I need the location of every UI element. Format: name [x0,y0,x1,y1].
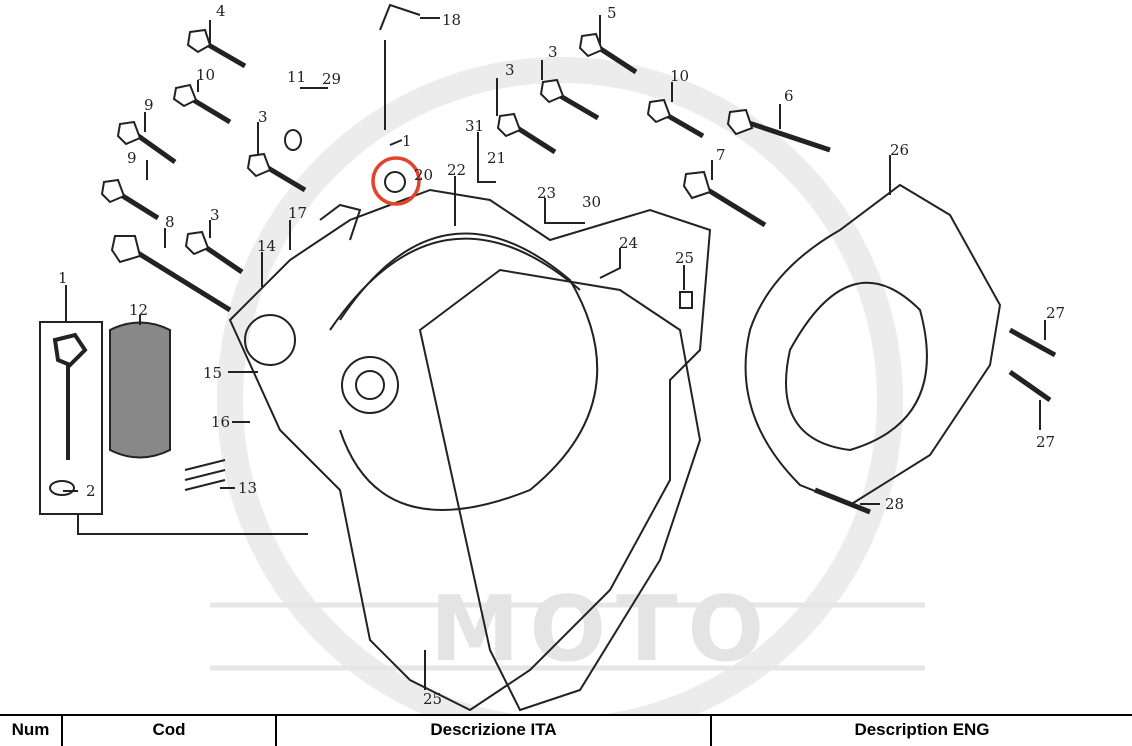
callout-label: 3 [258,108,268,126]
callout-label: 13 [238,479,257,497]
callout-label: 3 [210,206,220,224]
callout-label: 24 [619,234,638,252]
callout-label: 10 [196,66,215,84]
callout-label: 17 [288,204,307,222]
callout-label: 29 [322,70,341,88]
column-header-code: Cod [63,716,277,746]
callout-label: 8 [165,213,175,231]
watermark-logo: MOTO [210,57,925,714]
callout-label: 21 [487,149,506,167]
callout-label: 1 [402,132,412,150]
callout-label: 4 [216,2,226,20]
callout-label: 27 [1046,304,1065,322]
part-drawings [39,3,1057,712]
callout-label: 9 [127,149,137,167]
callout-label: 20 [414,166,433,184]
callout-label: 3 [548,43,558,61]
callout-label: 31 [465,117,484,135]
callout-label: 27 [1036,433,1055,451]
callout-label: 25 [675,249,694,267]
callout-label: 30 [582,193,601,211]
exploded-parts-diagram: MOTO 4 18 5 10 [39,2,1065,714]
callout-label: 9 [144,96,154,114]
callout-label: 16 [211,413,230,431]
callout-label: 22 [447,161,466,179]
callout-label: 14 [257,237,276,255]
callout-label: 18 [442,11,461,29]
callout-label: 23 [537,184,556,202]
watermark-text: MOTO [430,577,774,682]
callout-label: 1 [58,269,68,287]
callout-label: 28 [885,495,904,513]
parts-table-header: Num Cod Descrizione ITA Description ENG [0,714,1132,746]
callout-label: 26 [890,141,909,159]
callout-label: 5 [607,4,617,22]
callout-label: 15 [203,364,222,382]
highlight-circle [371,156,421,206]
column-header-description-ita: Descrizione ITA [277,716,712,746]
column-header-num: Num [0,716,63,746]
callout-label: 25 [423,690,442,708]
callout-label: 11 [287,68,306,86]
callout-label: 3 [505,61,515,79]
callout-label: 12 [129,301,148,319]
callout-label: 7 [716,146,726,164]
callout-label: 6 [784,87,794,105]
callout-label: 10 [670,67,689,85]
column-header-description-eng: Description ENG [854,720,990,739]
callout-labels: 4 18 5 10 11 29 3 3 10 6 9 3 1 31 21 9 2… [58,2,1065,708]
callout-label: 2 [86,482,96,500]
